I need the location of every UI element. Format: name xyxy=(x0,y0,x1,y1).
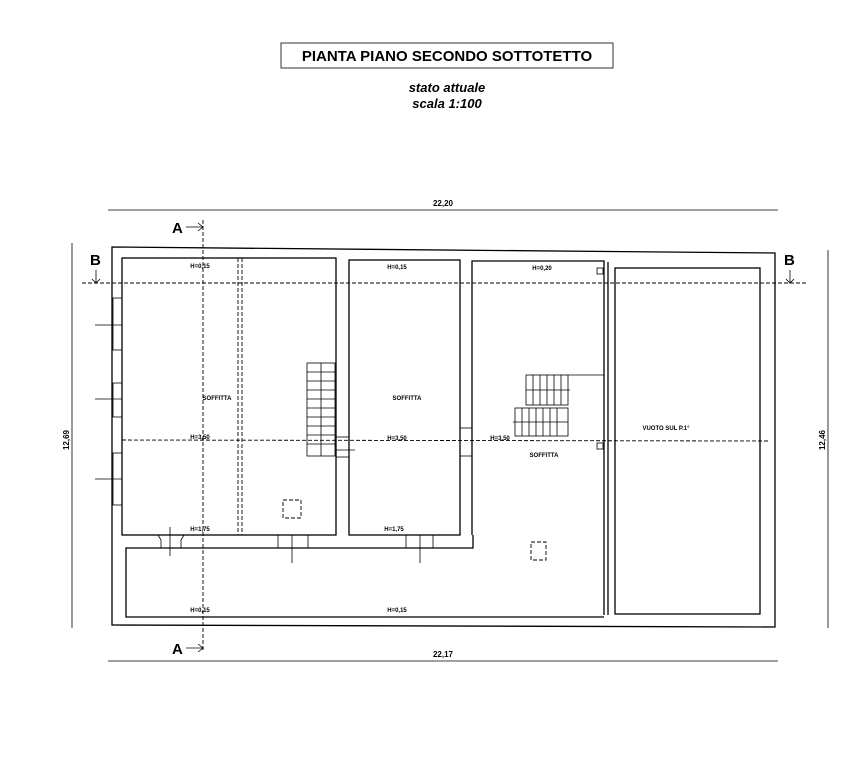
section-a-bottom-label: A xyxy=(172,641,183,658)
section-a-top-label: A xyxy=(172,220,183,237)
room1-name: SOFFITTA xyxy=(203,396,233,402)
dimension-right: 12,46 xyxy=(818,250,829,628)
subtitle: stato attuale xyxy=(409,80,486,95)
section-b-right-label: B xyxy=(784,252,795,269)
room3-h-top: H=0,20 xyxy=(532,266,552,272)
room2-name: SOFFITTA xyxy=(393,396,423,402)
scale-label: scala 1:100 xyxy=(412,96,482,111)
section-arrows xyxy=(91,222,795,653)
room2-h-top: H=0,15 xyxy=(387,265,407,271)
void-name: VUOTO SUL P.1° xyxy=(642,426,690,432)
room3-name: SOFFITTA xyxy=(530,453,560,459)
windows-left xyxy=(95,297,123,506)
dimension-left: 12,69 xyxy=(62,243,73,628)
title-box xyxy=(280,42,614,69)
room1-h-bottom: H=1,75 xyxy=(190,527,210,533)
dimension-bottom-label: 22,17 xyxy=(433,650,454,659)
doors xyxy=(157,427,473,563)
dimension-top: 22,20 xyxy=(108,199,778,211)
skylight xyxy=(530,541,547,561)
staircase-room1 xyxy=(306,362,336,457)
room2-h-mid: H=3,50 xyxy=(387,436,407,442)
dimension-right-label: 12,46 xyxy=(818,429,827,450)
room1-h-top: H=0,15 xyxy=(190,264,210,270)
room3-outline xyxy=(471,260,605,615)
title: PIANTA PIANO SECONDO SOTTOTETTO xyxy=(302,48,593,65)
corridor-outline xyxy=(125,535,604,618)
room3-h-mid: H=3,50 xyxy=(490,436,510,442)
room1-h-mid: H=3,50 xyxy=(190,435,210,441)
room2-h-bottom: H=1,75 xyxy=(384,527,404,533)
skylight xyxy=(282,499,302,519)
staircase-room3 xyxy=(513,267,604,450)
room2-outline xyxy=(348,259,461,536)
corridor-h-left: H=0,15 xyxy=(190,608,210,614)
dimension-left-label: 12,69 xyxy=(62,429,71,450)
dimension-bottom: 22,17 xyxy=(108,650,778,662)
corridor-h-right: H=0,15 xyxy=(387,608,407,614)
outer-wall xyxy=(111,246,776,628)
section-b-left-label: B xyxy=(90,252,101,269)
dimension-top-label: 22,20 xyxy=(433,199,454,208)
ridge-line xyxy=(121,439,771,442)
